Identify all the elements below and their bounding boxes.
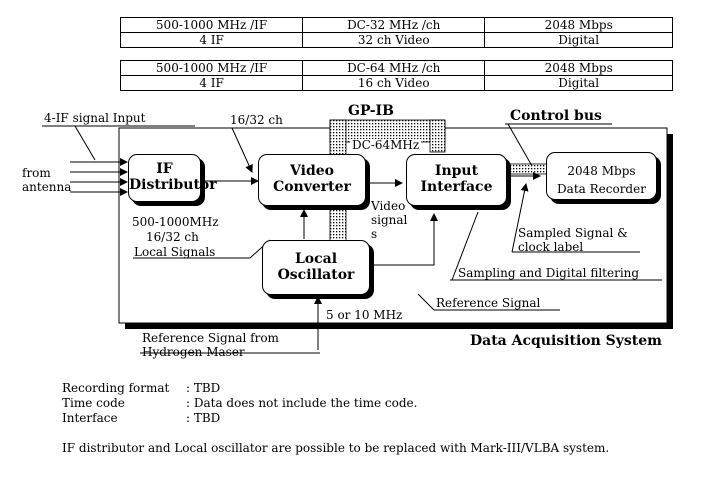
if-distributor-line-1: IF bbox=[156, 161, 173, 177]
from-antenna-line-1: from bbox=[22, 166, 51, 180]
recording-format-key: Recording format bbox=[62, 381, 170, 395]
spec-table-32ch-cell: Digital bbox=[484, 32, 673, 48]
input-interface-line-2: Interface bbox=[420, 179, 493, 195]
video-signals-line-1: Video bbox=[371, 199, 406, 213]
data-recorder-block: 2048 Mbps Data Recorder bbox=[546, 152, 657, 200]
input-interface-line-1: Input bbox=[434, 163, 479, 179]
if-distributor-line-2: Distributor bbox=[129, 177, 217, 193]
if-distributor-block: IF Distributor bbox=[128, 154, 217, 202]
spec-table-16ch-cell: 2048 Mbps bbox=[484, 60, 673, 76]
time-code-value: : Data does not include the time code. bbox=[186, 396, 418, 410]
local-oscillator-block: Local Oscillator bbox=[262, 240, 370, 295]
interface-key: Interface bbox=[62, 411, 118, 425]
if-input-label: 4-IF signal Input bbox=[44, 111, 146, 125]
sampling-pointer bbox=[451, 211, 479, 281]
interface-value: : TBD bbox=[186, 411, 221, 425]
maser-label-line-2: Hydrogen Maser bbox=[142, 345, 245, 359]
control-bus bbox=[509, 163, 548, 175]
control-bus-pointer bbox=[507, 123, 533, 167]
reference-signal-leader bbox=[417, 293, 560, 311]
sampled-signal-line-1: Sampled Signal & bbox=[518, 226, 628, 240]
video-signals-line-2: signal bbox=[371, 213, 408, 227]
video-converter-line-1: Video bbox=[290, 163, 334, 179]
local-signals-label: Local Signals bbox=[134, 245, 216, 259]
input-interface-block: Input Interface bbox=[406, 154, 507, 206]
spec-table-16ch-cell: 16 ch Video bbox=[302, 75, 486, 91]
video-signals-line-3: s bbox=[371, 227, 378, 241]
channels-pointer bbox=[231, 127, 253, 173]
recording-format-value: : TBD bbox=[186, 381, 221, 395]
sampling-label: Sampling and Digital filtering bbox=[458, 266, 640, 280]
local-signals-channels: 16/32 ch bbox=[146, 230, 199, 244]
gpib-label: GP-IB bbox=[348, 103, 394, 119]
if-input-pointer bbox=[74, 125, 96, 161]
reference-signal-label: Reference Signal bbox=[436, 296, 541, 310]
local-signals-freq: 500-1000MHz bbox=[132, 215, 219, 229]
video-converter-line-2: Converter bbox=[273, 179, 351, 195]
sampled-signal-pointer bbox=[511, 183, 529, 253]
sampled-signal-line-2: clock label bbox=[518, 240, 584, 254]
spec-table-16ch-cell: 4 IF bbox=[119, 75, 304, 91]
dc64-label: DC-64MHz bbox=[350, 138, 422, 152]
spec-table-32ch-cell: 4 IF bbox=[119, 32, 304, 48]
data-recorder-name: Data Recorder bbox=[557, 182, 646, 196]
spec-table-16ch-cell: Digital bbox=[484, 75, 673, 91]
lo-to-interface-arrow bbox=[370, 213, 438, 266]
local-oscillator-line-1: Local bbox=[294, 251, 338, 267]
spec-table-32ch-cell: 32 ch Video bbox=[302, 32, 486, 48]
local-oscillator-line-2: Oscillator bbox=[277, 267, 355, 283]
data-recorder-rate: 2048 Mbps bbox=[567, 164, 636, 178]
video-converter-block: Video Converter bbox=[258, 154, 366, 206]
control-bus-label: Control bus bbox=[510, 108, 602, 124]
channels-label: 16/32 ch bbox=[230, 113, 283, 127]
footnote: IF distributor and Local oscillator are … bbox=[62, 441, 610, 455]
time-code-key: Time code bbox=[62, 396, 125, 410]
gpib-bus-right bbox=[429, 119, 446, 153]
maser-label-line-1: Reference Signal from bbox=[142, 331, 279, 345]
from-antenna-line-2: antenna bbox=[22, 180, 72, 194]
freq-label: 5 or 10 MHz bbox=[326, 308, 403, 322]
system-label: Data Acquisition System bbox=[470, 333, 662, 349]
